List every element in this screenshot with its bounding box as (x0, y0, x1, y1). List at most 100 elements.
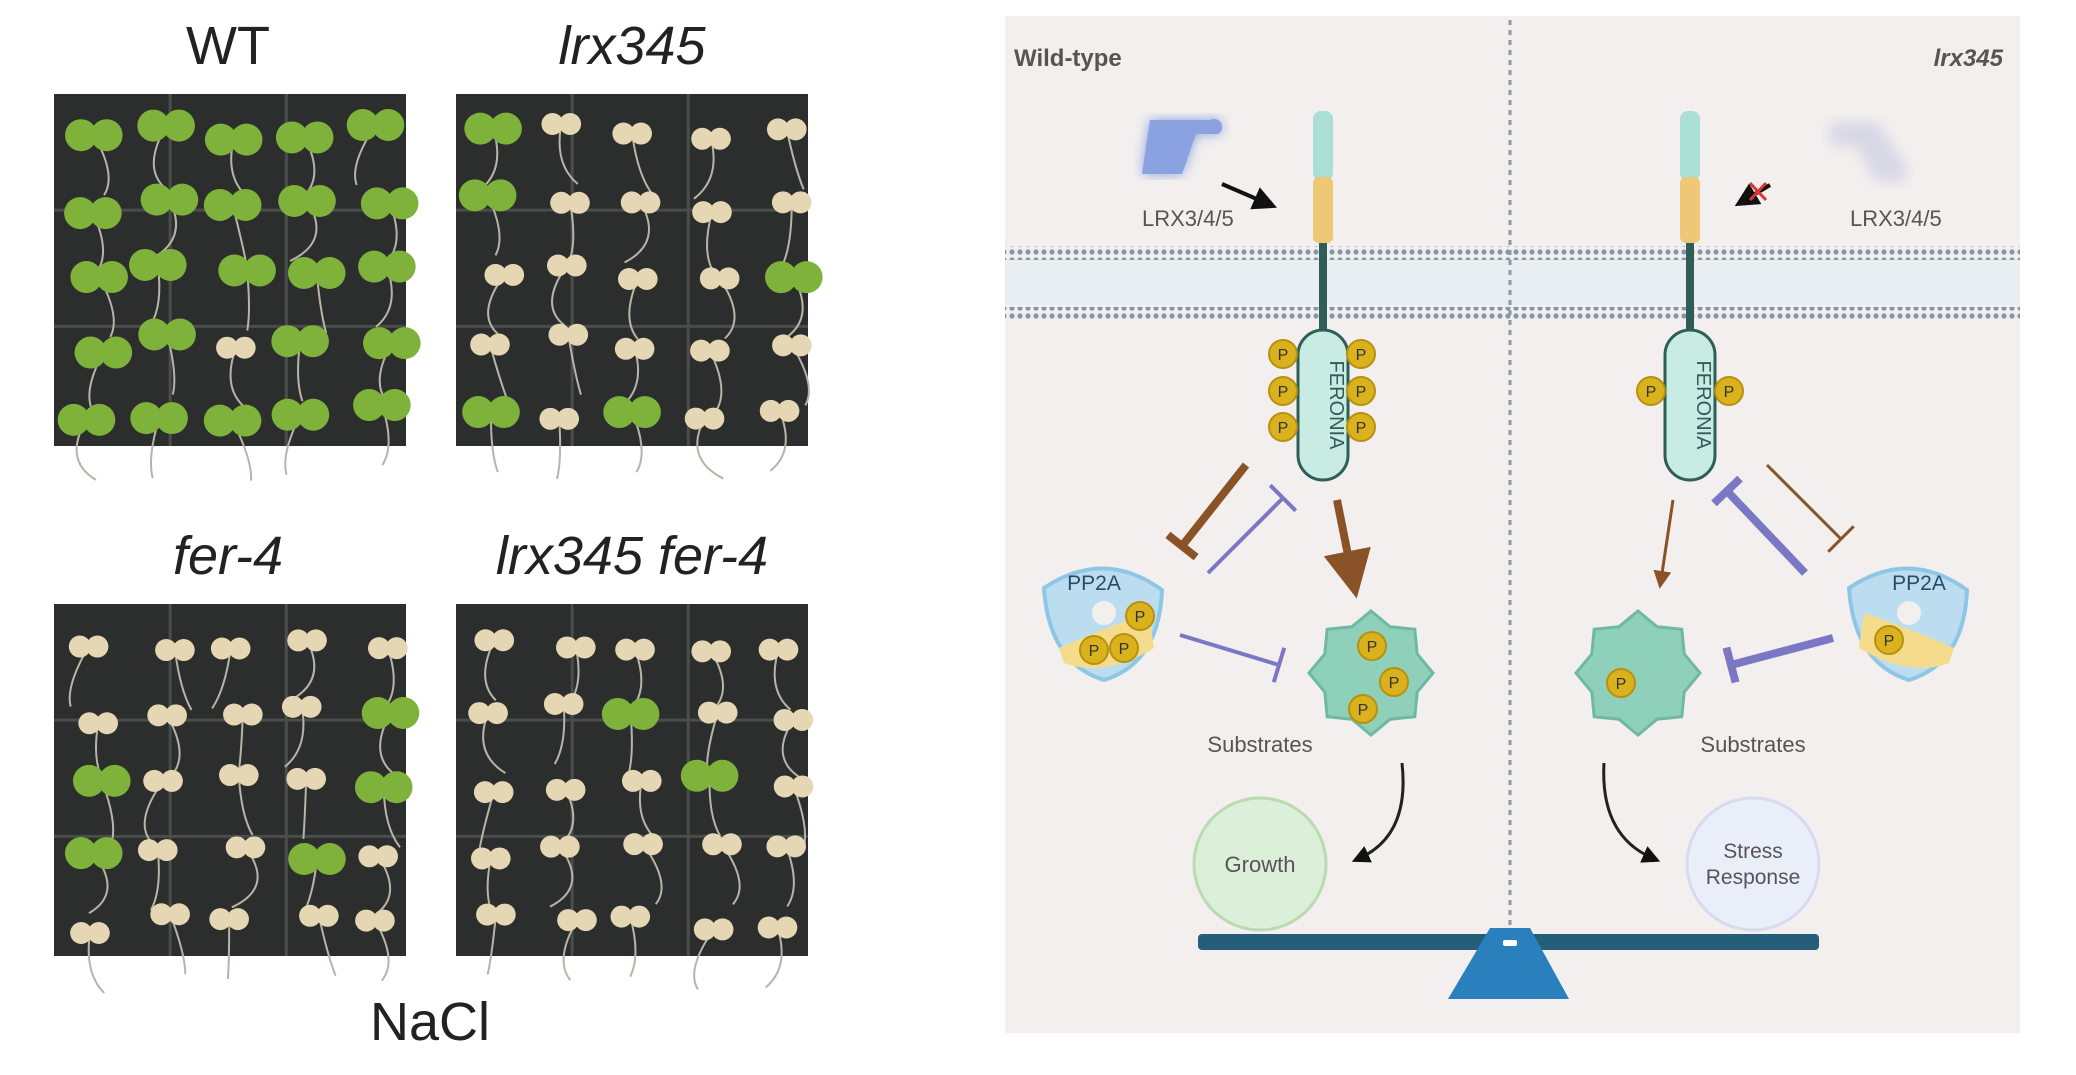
phosphate-label: P (1724, 384, 1735, 401)
cotyledon (219, 764, 242, 787)
cotyledon (167, 903, 190, 926)
cotyledon (502, 263, 525, 286)
cotyledon (476, 903, 499, 926)
cotyledon (691, 640, 714, 663)
cotyledon (98, 764, 131, 797)
pp2a-label: PP2A (1892, 572, 1946, 595)
diagram-background (1005, 16, 2020, 1033)
cotyledon (355, 909, 378, 932)
cotyledon (574, 909, 597, 932)
cotyledon (564, 254, 587, 277)
inhibition-line (1765, 463, 1843, 541)
pp2a-inhibits-substrates-left (1179, 633, 1287, 683)
cotyledon (243, 254, 276, 287)
panel-label-lrx345-fer4: lrx345 fer-4 (496, 526, 768, 586)
phosphate-label: P (1389, 675, 1400, 692)
phosphate-label: P (1278, 384, 1289, 401)
phosphate-icon (1357, 631, 1387, 661)
cotyledon (488, 847, 511, 870)
condition-label-nacl: NaCl (370, 992, 490, 1052)
cotyledon (216, 336, 239, 359)
cotyledon (601, 697, 634, 730)
cotyledon (615, 638, 638, 661)
cotyledon (378, 389, 411, 422)
cotyledon (539, 407, 562, 430)
cotyledon (160, 769, 183, 792)
cotyledon (360, 187, 393, 220)
cotyledon (287, 629, 310, 652)
cotyledon (557, 835, 580, 858)
stress-response-circle (1685, 796, 1821, 932)
cotyledon (561, 693, 584, 716)
pp2a-pocket (1897, 601, 1921, 625)
phosphate-label: P (1089, 643, 1100, 660)
phosphate-label: P (1278, 420, 1289, 437)
cotyledon (204, 123, 237, 156)
cotyledon (773, 708, 796, 731)
cotyledon (155, 639, 178, 662)
phosphate-label: P (1616, 676, 1627, 693)
cotyledon (90, 837, 123, 870)
cotyledon (629, 122, 652, 145)
pp2a-inhibits-feronia-left (1206, 483, 1298, 575)
cotyledon (233, 336, 256, 359)
cotyledon (702, 833, 725, 856)
fulcrum-pin (1503, 940, 1517, 946)
cotyledon (484, 179, 517, 212)
cotyledon (286, 767, 309, 790)
cotyledon (89, 197, 122, 230)
receptor-transmembrane (1686, 243, 1694, 333)
seedling-photo (54, 604, 420, 994)
cotyledon (281, 695, 304, 718)
cotyledon (275, 121, 308, 154)
feronia-label: FERONIA (1325, 361, 1347, 451)
cotyledon (95, 712, 118, 735)
cotyledon (358, 845, 381, 868)
phosphate-icon (1636, 376, 1666, 406)
cotyledon (492, 629, 515, 652)
cotyledon (228, 637, 251, 660)
phosphate-icon (1606, 668, 1636, 698)
cotyledon (65, 119, 98, 152)
seedling-panels: WT lrx345 fer-4 lrx345 fer-4 NaCl (54, 16, 823, 1052)
cotyledon (90, 119, 123, 152)
pp2a-label: PP2A (1067, 572, 1121, 595)
cotyledon (147, 704, 170, 727)
cotyledon (773, 775, 796, 798)
cotyledon (620, 191, 643, 214)
pp2a-inhibits-feronia-right (1711, 475, 1808, 576)
cotyledon (72, 764, 105, 797)
cotyledon (784, 118, 807, 141)
phosphate-icon (1125, 601, 1155, 631)
pp2a-inhibits-substrates-right (1722, 634, 1835, 684)
cotyledon (640, 833, 663, 856)
cotyledon (791, 708, 814, 731)
cotyledon (358, 250, 391, 283)
cotyledon (702, 407, 725, 430)
cotyledon (487, 333, 510, 356)
cotyledon (304, 629, 327, 652)
cotyledon (346, 109, 379, 142)
cotyledon (684, 407, 707, 430)
inhibition-bar (1268, 483, 1298, 513)
inhibition-bar (1271, 647, 1287, 683)
cotyledon (556, 636, 579, 659)
cotyledon (484, 263, 507, 286)
cotyledon (493, 903, 516, 926)
phosphate-icon (1348, 694, 1378, 724)
phosphate-icon (1268, 412, 1298, 442)
substrates-label-right: Substrates (1700, 732, 1805, 757)
cotyledon (68, 635, 91, 658)
cotyledon (223, 703, 246, 726)
receptor-kinase-domain (1663, 328, 1717, 482)
growth-label: Growth (1225, 852, 1296, 877)
cotyledon (632, 638, 655, 661)
cotyledon (462, 396, 495, 429)
cotyledon (297, 398, 330, 431)
inhibition-line (1729, 634, 1835, 669)
cotyledon (628, 396, 661, 429)
cotyledon (759, 399, 782, 422)
cotyledon (301, 121, 334, 154)
cotyledon (203, 188, 236, 221)
cotyledon (550, 191, 573, 214)
